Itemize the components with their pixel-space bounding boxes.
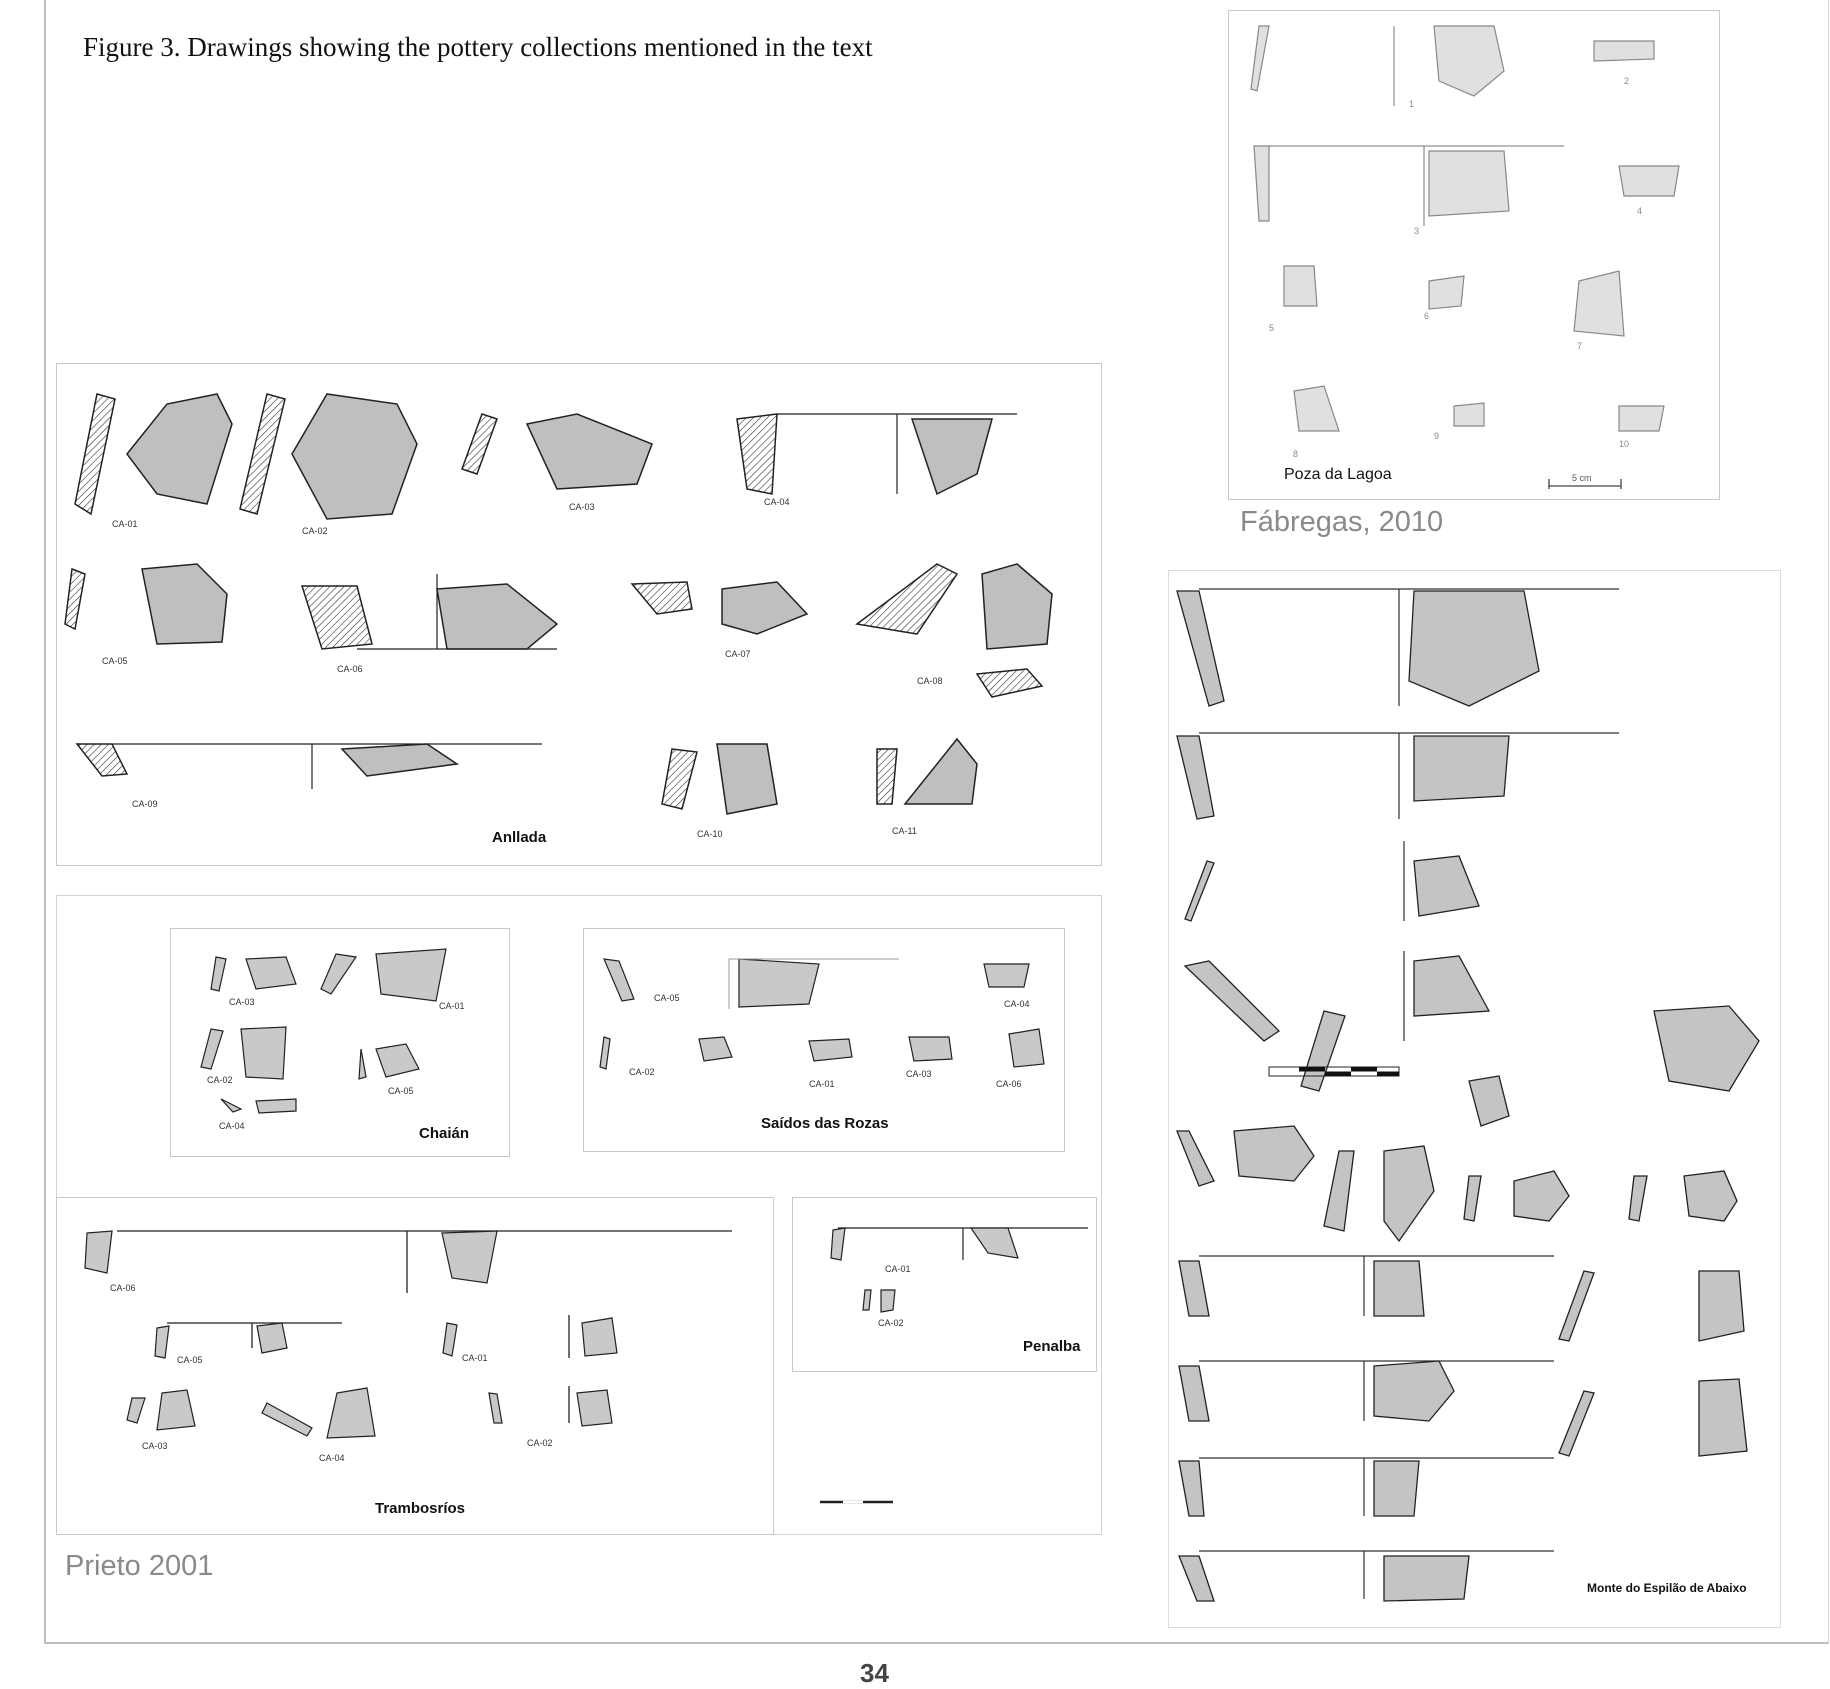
label-ca-01: CA-01 [112, 519, 138, 529]
label-ca-08: CA-08 [917, 676, 943, 686]
label-ca-03: CA-03 [906, 1069, 932, 1079]
num-6: 6 [1424, 311, 1430, 321]
label-ca-01: CA-01 [462, 1353, 488, 1363]
credit-fabregas: Fábregas, 2010 [1240, 506, 1444, 538]
label-ca-09: CA-09 [132, 799, 158, 809]
num-7: 7 [1577, 341, 1583, 351]
site-label-penalba: Penalba [1023, 1338, 1081, 1355]
poza-drawings [1250, 25, 1680, 489]
label-ca-05: CA-05 [177, 1355, 203, 1365]
panel-chaian: CA-03 CA-01 CA-02 CA-05 CA-04 Chaián [170, 928, 510, 1157]
num-3: 3 [1414, 226, 1420, 236]
label-ca-04: CA-04 [219, 1121, 245, 1131]
num-2: 2 [1624, 76, 1630, 86]
label-ca-11: CA-11 [892, 826, 917, 836]
saidos-drawings [599, 958, 1045, 1070]
label-ca-04: CA-04 [1004, 999, 1030, 1009]
site-label-poza: Poza da Lagoa [1284, 466, 1392, 483]
trambosrios-drawings [84, 1230, 732, 1439]
scale-bar [820, 1500, 893, 1504]
label-ca-03: CA-03 [142, 1441, 168, 1451]
num-10: 10 [1619, 439, 1630, 449]
label-ca-03: CA-03 [569, 502, 595, 512]
site-label-trambosrios: Trambosríos [375, 1500, 466, 1517]
label-ca-06: CA-06 [337, 664, 363, 674]
label-ca-10: CA-10 [697, 829, 723, 839]
label-ca-02: CA-02 [207, 1075, 233, 1085]
site-label-chaian: Chaián [419, 1125, 470, 1142]
label-ca-04: CA-04 [319, 1453, 345, 1463]
num-4: 4 [1637, 206, 1643, 216]
label-ca-05: CA-05 [388, 1086, 414, 1096]
credit-prieto: Prieto 2001 [65, 1550, 214, 1582]
site-label-monte: Monte do Espilão de Abaixo [1587, 1581, 1747, 1595]
num-8: 8 [1293, 449, 1299, 459]
label-ca-02: CA-02 [878, 1318, 904, 1328]
panel-trambosrios: CA-06 CA-05 CA-01 CA-03 CA-04 CA-02 Tram… [56, 1197, 774, 1535]
panel-penalba: CA-01 CA-02 Penalba [792, 1197, 1097, 1372]
scale-label: 5 cm [1572, 473, 1592, 483]
num-9: 9 [1434, 431, 1440, 441]
label-ca-04: CA-04 [764, 497, 790, 507]
panel-anllada: CA-01 CA-02 CA-03 CA-04 CA-05 CA-06 CA-0… [56, 363, 1102, 866]
anllada-drawings [64, 393, 1053, 815]
panel-saidos-das-rozas: CA-05 CA-04 CA-02 CA-01 CA-03 CA-06 Saíd… [583, 928, 1065, 1152]
num-1: 1 [1409, 99, 1415, 109]
label-ca-01: CA-01 [809, 1079, 835, 1089]
label-ca-05: CA-05 [102, 656, 128, 666]
panel-monte-do-espilao: Monte do Espilão de Abaixo [1168, 570, 1781, 1628]
page-frame [44, 0, 1829, 1644]
label-ca-05: CA-05 [654, 993, 680, 1003]
label-ca-01: CA-01 [885, 1264, 911, 1274]
label-ca-02: CA-02 [629, 1067, 655, 1077]
figure-caption: Figure 3. Drawings showing the pottery c… [83, 32, 873, 62]
label-ca-02: CA-02 [527, 1438, 553, 1448]
label-ca-03: CA-03 [229, 997, 255, 1007]
chaian-drawings [200, 948, 447, 1114]
site-label-anllada: Anllada [492, 829, 547, 846]
label-ca-06: CA-06 [110, 1283, 136, 1293]
penalba-drawings [830, 1227, 1088, 1313]
monte-drawings [1176, 588, 1760, 1602]
label-ca-06: CA-06 [996, 1079, 1022, 1089]
label-ca-01: CA-01 [439, 1001, 465, 1011]
page-number: 34 [860, 1658, 889, 1688]
site-label-saidos: Saídos das Rozas [761, 1115, 889, 1132]
label-ca-02: CA-02 [302, 526, 328, 536]
panel-poza-da-lagoa: 1 2 3 4 5 6 7 8 9 10 5 cm Poza da Lagoa [1228, 10, 1720, 500]
num-5: 5 [1269, 323, 1275, 333]
label-ca-07: CA-07 [725, 649, 751, 659]
